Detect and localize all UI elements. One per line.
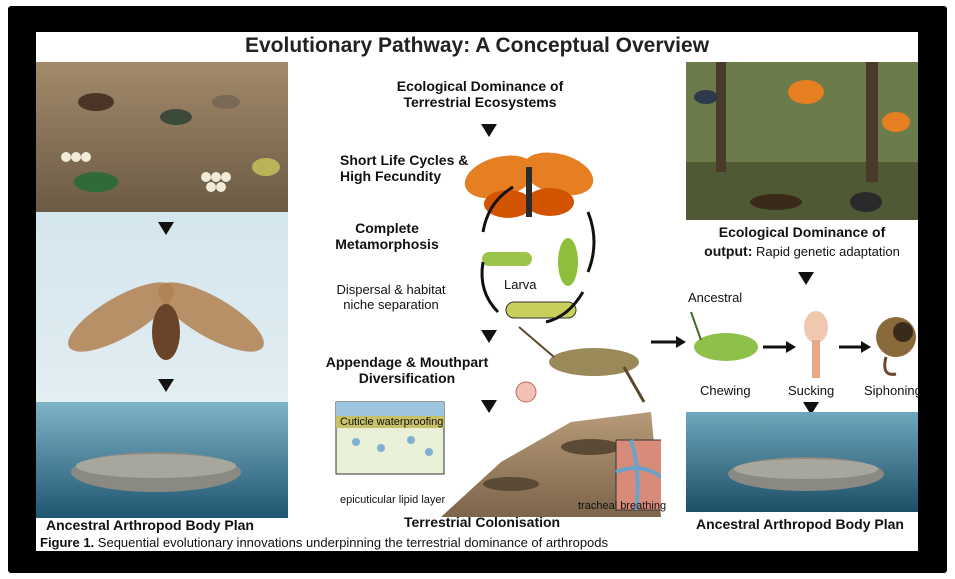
left-illustration (36, 62, 288, 518)
complete-metamorphosis-label: Complete Metamorphosis (320, 220, 454, 252)
beetle-icon (78, 93, 114, 111)
fly-icon (160, 109, 192, 125)
figure-text: Sequential evolutionary innovations unde… (94, 535, 608, 550)
siphoning-label: Siphoning (864, 383, 918, 398)
cuticle-label: Cuticle waterproofing (340, 416, 443, 428)
arrow-down-icon (481, 330, 497, 343)
chewing-label: Chewing (700, 383, 751, 398)
arrow-down-icon (158, 379, 174, 392)
figure-label: Figure 1. (40, 535, 94, 550)
aphid-icon (252, 158, 280, 176)
fly-icon (212, 95, 240, 109)
right-dominance-title: Ecological Dominance of (686, 224, 918, 240)
figure-panel: Evolutionary Pathway: A Conceptual Overv… (36, 32, 918, 551)
isopod-icon (561, 439, 621, 455)
arrow-right-icon (839, 341, 871, 353)
arrow-down-icon (798, 272, 814, 285)
green-beetle-icon (74, 172, 118, 192)
siphon-head-icon (876, 317, 916, 374)
left-column (36, 62, 288, 518)
tracheal-label: tracheal breathing (578, 500, 666, 512)
dispersal-label: Dispersal & habitat niche separation (321, 282, 461, 312)
figure-caption: Figure 1. Sequential evolutionary innova… (40, 535, 608, 550)
cuticle-inset (336, 402, 444, 474)
cycle-arrow-icon (482, 262, 498, 312)
arrow-down-icon (158, 222, 174, 235)
beetle-icon (750, 194, 802, 210)
right-sea-scene (686, 412, 918, 512)
appendage-label: Appendage & Mouthpart Diversification (316, 354, 498, 386)
left-caption: Ancestral Arthropod Body Plan (46, 517, 254, 533)
arrow-right-icon (651, 336, 686, 348)
isopod-icon (71, 452, 241, 492)
lipid-label: epicuticular lipid layer (340, 494, 445, 506)
right-caption: Ancestral Arthropod Body Plan (696, 516, 904, 532)
spider-icon (850, 192, 882, 212)
cycle-arrow-icon (588, 212, 594, 272)
butterfly-icon (460, 145, 598, 218)
proboscis-sucking-icon (804, 311, 828, 378)
top-dominance-label: Ecological Dominance of Terrestrial Ecos… (380, 78, 580, 110)
chrysalis-icon (558, 238, 578, 286)
sucking-label: Sucking (788, 383, 834, 398)
rapid-adaptation-label: Rapid genetic adaptation (756, 244, 900, 259)
grasshopper-icon (691, 312, 758, 361)
isopod-icon (483, 477, 539, 491)
beetle-icon (694, 90, 718, 104)
grasshopper-icon (519, 327, 644, 402)
right-dominance-sub: output: Rapid genetic adaptation (686, 243, 918, 259)
colonisation-label: Terrestrial Colonisation (404, 514, 560, 530)
arrow-right-icon (763, 341, 796, 353)
forest-scene (686, 62, 918, 220)
isopod-icon (728, 457, 884, 491)
output-label: output: (704, 243, 752, 259)
figure-title: Evolutionary Pathway: A Conceptual Overv… (36, 34, 918, 58)
mouthpart-illustration (631, 302, 918, 382)
arrow-down-icon (481, 124, 497, 137)
larva-label: Larva (504, 277, 537, 292)
